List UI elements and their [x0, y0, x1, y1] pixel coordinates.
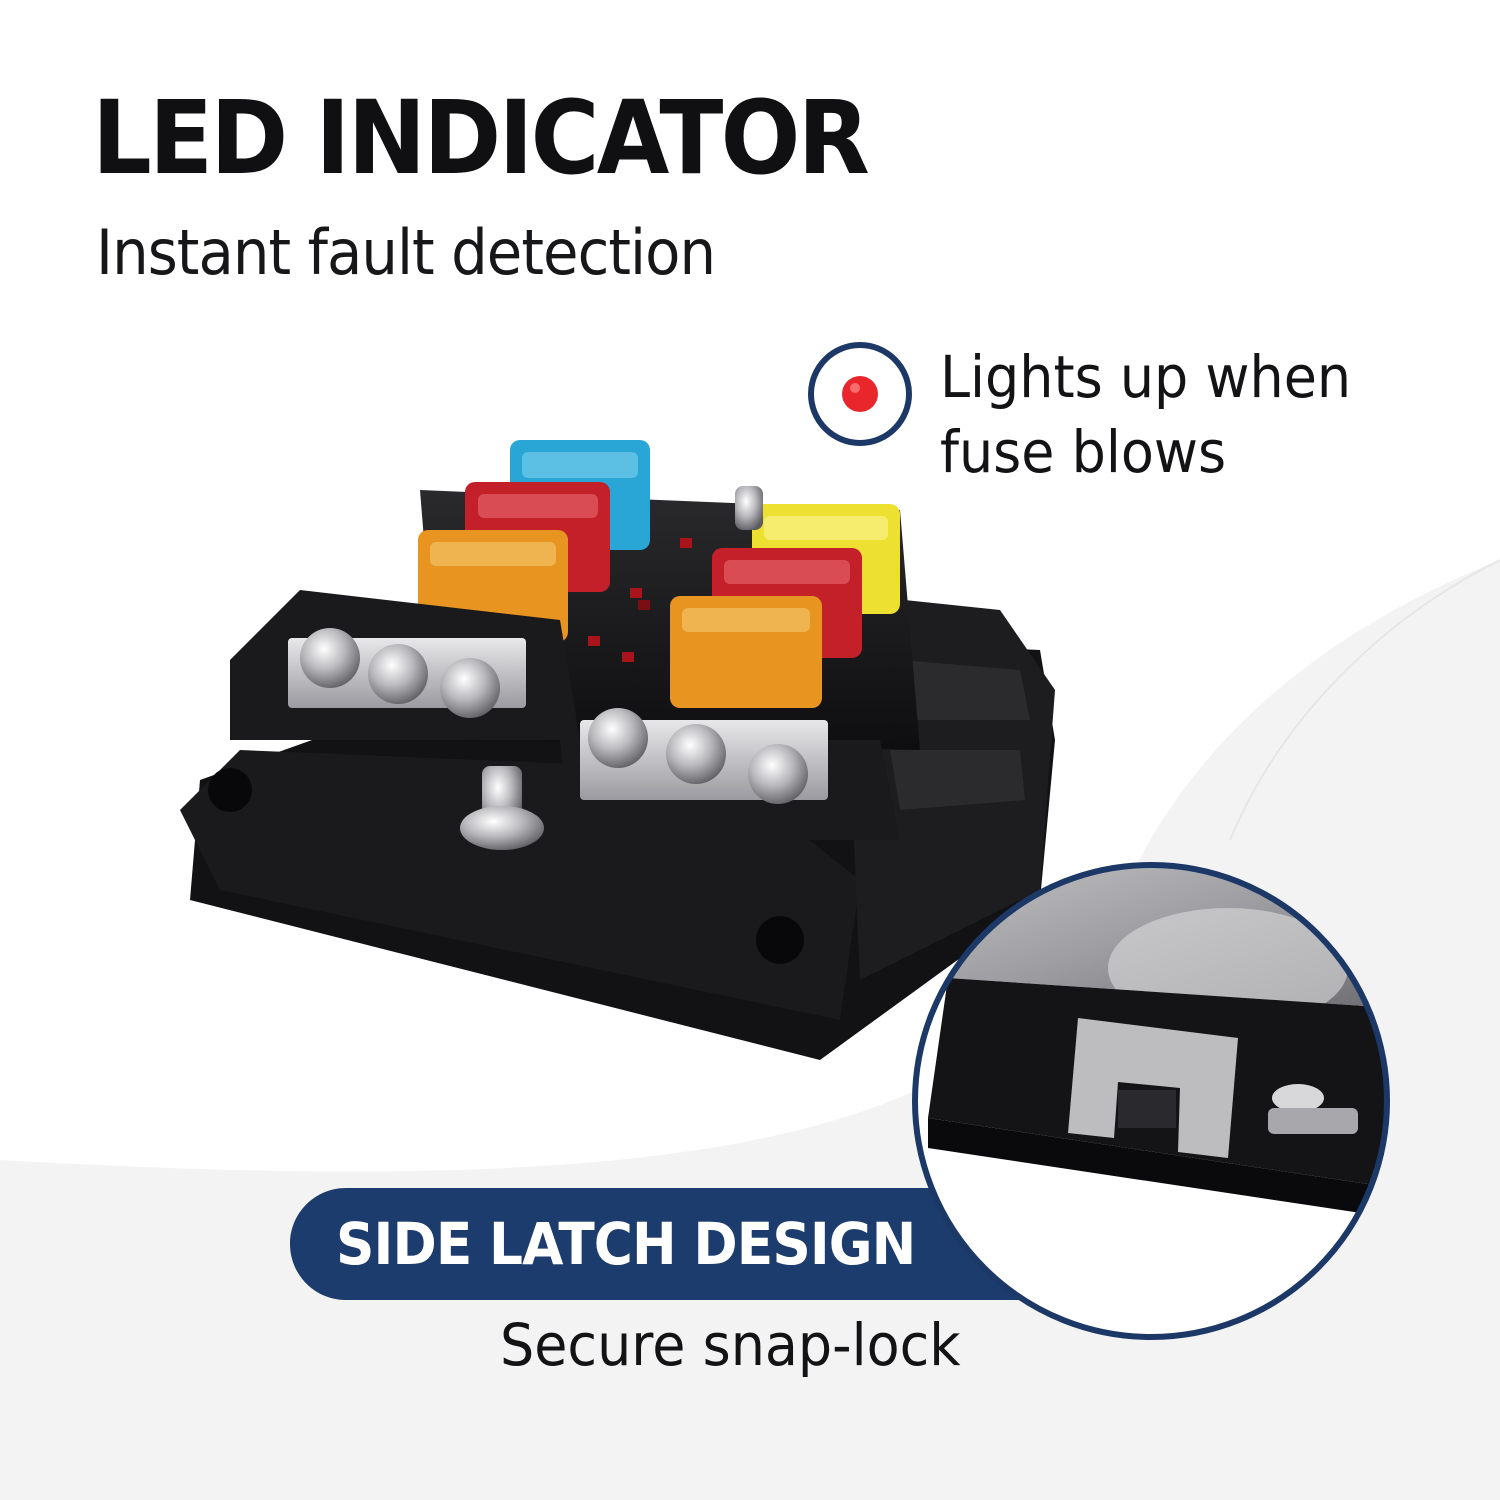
fuse-orange-2	[670, 596, 822, 708]
led-callout-line2: fuse blows	[940, 418, 1227, 486]
latch-caption: Secure snap-lock	[500, 1311, 961, 1379]
latch-zoom-image	[912, 862, 1390, 1340]
fuse-box-image	[180, 440, 1055, 1060]
page-subtitle: Instant fault detection	[96, 216, 716, 289]
page-title: LED INDICATOR	[92, 79, 870, 198]
led-callout-text: Lights up when fuse blows	[940, 340, 1351, 490]
latch-banner-shape	[290, 1188, 1090, 1300]
led-indicator-icon	[808, 342, 912, 446]
latch-banner-label: SIDE LATCH DESIGN	[336, 1210, 916, 1278]
led-callout-line1: Lights up when	[940, 343, 1352, 411]
